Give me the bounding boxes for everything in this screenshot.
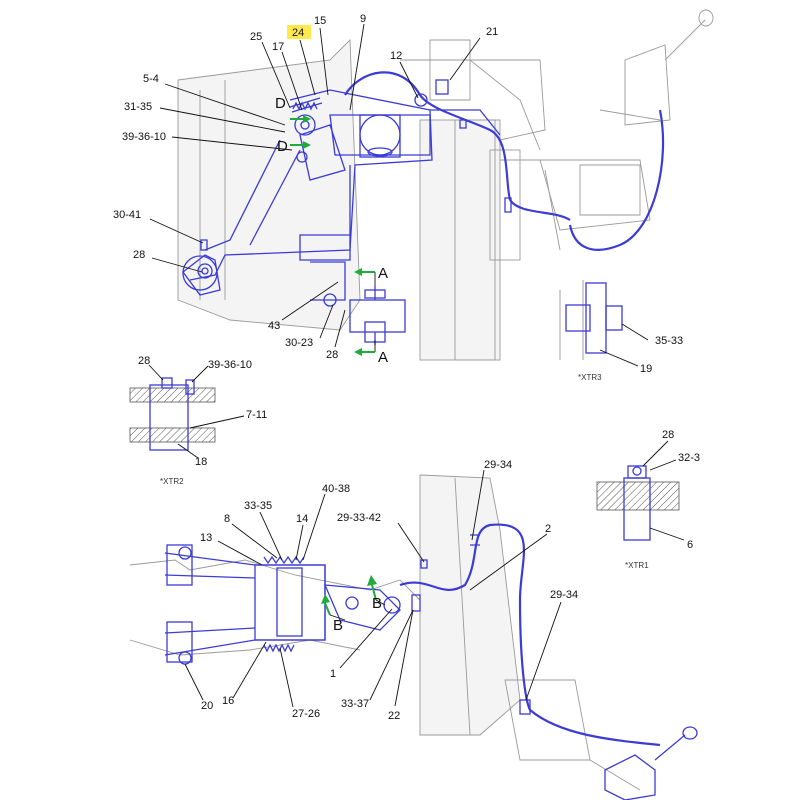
callout-7-11[interactable]: 7-11	[246, 409, 267, 421]
callout-29-33-42[interactable]: 29-33-42	[337, 512, 381, 524]
view-tag-xtr2: *XTR2	[160, 477, 184, 486]
callout-8[interactable]: 8	[224, 513, 230, 525]
callout-5-4[interactable]: 5-4	[143, 73, 159, 85]
callout-39-36-10-top[interactable]: 39-36-10	[122, 131, 166, 143]
callout-29-34-top[interactable]: 29-34	[484, 459, 512, 471]
callout-29-34-right[interactable]: 29-34	[550, 589, 578, 601]
callout-25[interactable]: 25	[250, 31, 262, 43]
callout-24-highlight	[287, 25, 311, 39]
callout-30-23[interactable]: 30-23	[285, 337, 313, 349]
callout-28-xtr2[interactable]: 28	[138, 355, 150, 367]
callout-35-33[interactable]: 35-33	[655, 335, 683, 347]
callout-18[interactable]: 18	[195, 456, 207, 468]
callout-14[interactable]: 14	[296, 513, 308, 525]
view-letter-a-lower: A	[378, 349, 388, 366]
view-letter-a-upper: A	[378, 265, 388, 282]
callout-12[interactable]: 12	[390, 50, 402, 62]
callout-21[interactable]: 21	[486, 26, 498, 38]
view-letter-b-left: B	[333, 617, 343, 634]
d-view-arrows	[290, 115, 311, 149]
callout-39-36-10-xtr2[interactable]: 39-36-10	[208, 359, 252, 371]
callout-13[interactable]: 13	[200, 532, 212, 544]
callout-2[interactable]: 2	[545, 523, 551, 535]
callout-9[interactable]: 9	[360, 13, 366, 25]
a-section-markers	[354, 268, 376, 356]
lower-background-frame	[129, 474, 641, 791]
callout-28-xtr1[interactable]: 28	[662, 429, 674, 441]
xtr3-detail: 35-33 19 *XTR3	[559, 280, 683, 382]
callout-27-26[interactable]: 27-26	[292, 708, 320, 720]
callout-30-41[interactable]: 30-41	[113, 209, 141, 221]
callout-24[interactable]: 24	[292, 27, 304, 39]
callout-43[interactable]: 43	[268, 320, 280, 332]
view-letter-d-upper: D	[275, 95, 286, 112]
callout-20[interactable]: 20	[201, 700, 213, 712]
xtr2-detail: 28 39-36-10 7-11 18 *XTR2	[129, 355, 267, 486]
lower-main-view: B B 29-34 33-35 40-38 8 14 29-33-42 2 13	[129, 459, 698, 800]
view-letter-d-lower: D	[277, 138, 288, 155]
callout-28-lower[interactable]: 28	[326, 349, 338, 361]
lower-leader-lines	[184, 469, 562, 708]
view-letter-b-right: B	[372, 595, 382, 612]
callout-22[interactable]: 22	[388, 710, 400, 722]
upper-background-frame	[177, 9, 714, 361]
callout-40-38[interactable]: 40-38	[322, 483, 350, 495]
callout-15[interactable]: 15	[314, 15, 326, 27]
callout-16[interactable]: 16	[222, 695, 234, 707]
callout-33-35[interactable]: 33-35	[244, 500, 272, 512]
view-tag-xtr1: *XTR1	[625, 561, 649, 570]
view-tag-xtr3: *XTR3	[578, 373, 602, 382]
callout-1[interactable]: 1	[330, 668, 336, 680]
callout-6[interactable]: 6	[687, 539, 693, 551]
callout-19[interactable]: 19	[640, 363, 652, 375]
callout-32-3[interactable]: 32-3	[678, 452, 700, 464]
callout-28-main[interactable]: 28	[133, 249, 145, 261]
callout-33-37[interactable]: 33-37	[341, 698, 369, 710]
xtr1-detail: 28 32-3 6 *XTR1	[596, 429, 700, 570]
upper-leader-lines	[149, 23, 481, 348]
b-view-arrows	[321, 575, 386, 621]
callout-17[interactable]: 17	[272, 41, 284, 53]
upper-assembly	[182, 71, 665, 345]
upper-main-view: D D A A	[113, 9, 714, 366]
callout-31-35[interactable]: 31-35	[124, 101, 152, 113]
